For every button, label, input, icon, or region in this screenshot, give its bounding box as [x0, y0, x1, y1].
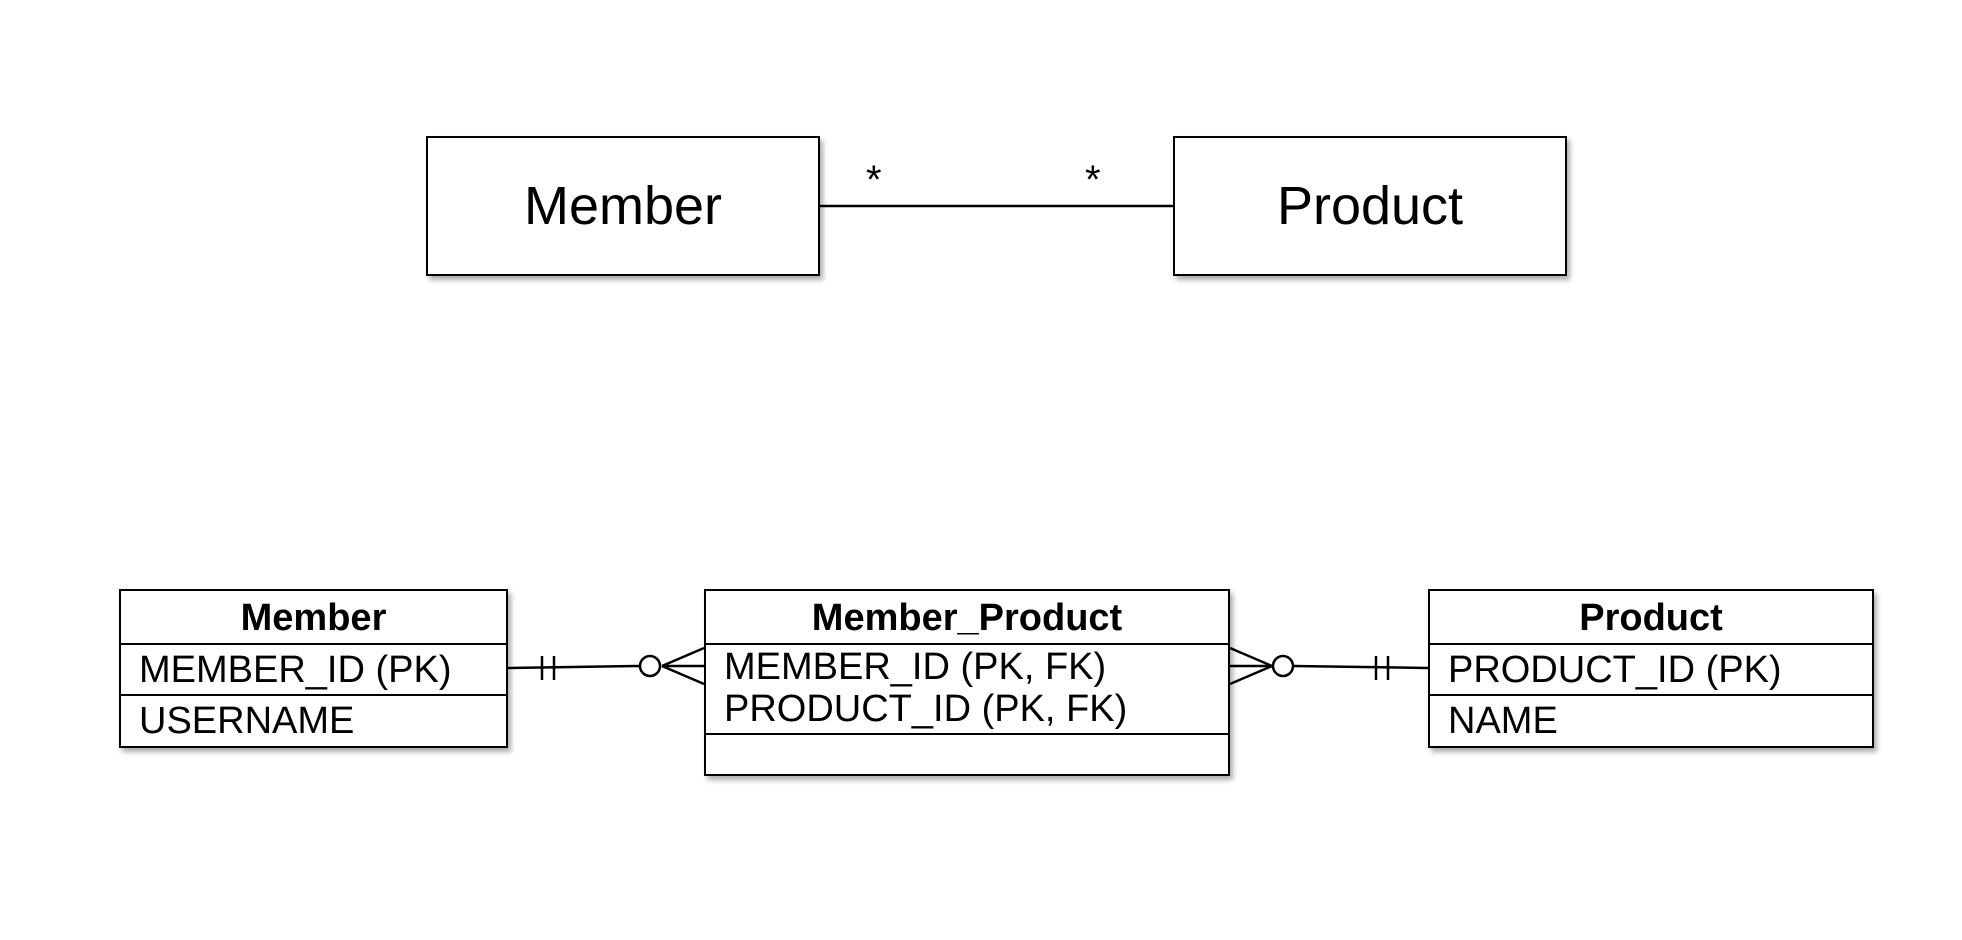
entity-member-product-column: PRODUCT_ID (PK, FK)	[724, 688, 1128, 730]
entity-member-product: Member_Product MEMBER_ID (PK, FK) PRODUC…	[704, 589, 1230, 776]
uml-class-product-label: Product	[1276, 176, 1464, 236]
crows-foot-many-icon	[661, 646, 705, 686]
zero-optional-icon	[638, 654, 662, 678]
one-and-only-one-icon	[1374, 656, 1390, 680]
relation-line-product	[1292, 664, 1429, 670]
entity-product-title: Product	[1430, 591, 1872, 645]
entity-member: Member MEMBER_ID (PK) USERNAME	[119, 589, 508, 748]
uml-class-member-label: Member	[523, 176, 723, 236]
uml-class-member: Member	[426, 136, 820, 276]
entity-member-column: USERNAME	[139, 700, 355, 742]
entity-product-column: NAME	[1448, 700, 1558, 742]
one-and-only-one-icon	[540, 656, 556, 680]
crows-foot-many-icon	[1229, 646, 1273, 686]
relation-line-member	[507, 664, 641, 670]
entity-member-column: MEMBER_ID (PK)	[121, 645, 506, 696]
entity-product-column: PRODUCT_ID (PK)	[1430, 645, 1872, 696]
entity-member-product-keys: MEMBER_ID (PK, FK) PRODUCT_ID (PK, FK)	[706, 645, 1228, 735]
entity-product: Product PRODUCT_ID (PK) NAME	[1428, 589, 1874, 748]
uml-class-product: Product	[1173, 136, 1567, 276]
entity-member-product-column: MEMBER_ID (PK, FK)	[724, 646, 1107, 688]
zero-optional-icon	[1271, 654, 1295, 678]
entity-member-title: Member	[121, 591, 506, 645]
uml-multiplicity-left: *	[866, 158, 882, 202]
uml-multiplicity-right: *	[1085, 158, 1101, 202]
entity-member-product-title: Member_Product	[706, 591, 1228, 645]
